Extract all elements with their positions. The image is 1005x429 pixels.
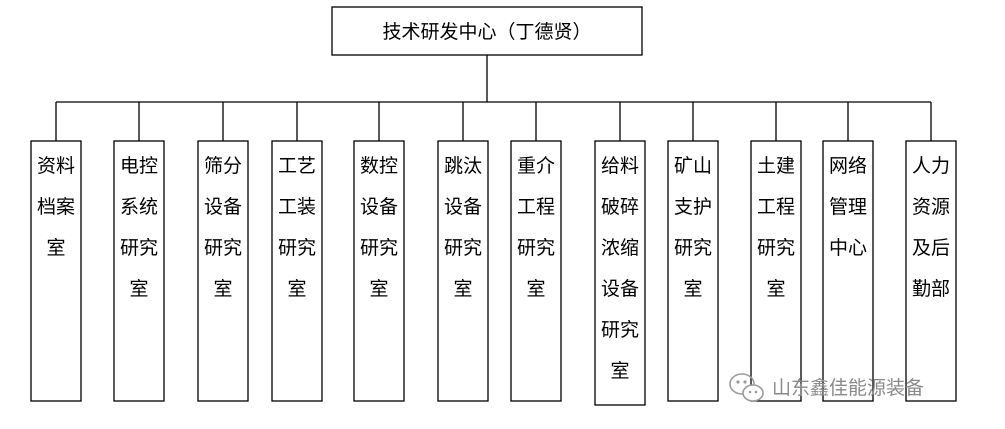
- department-label-line: 系统: [120, 196, 158, 218]
- department-label-line: 工程: [757, 196, 795, 218]
- department-label-line: 设备: [204, 196, 242, 218]
- department-label-line: 工程: [517, 196, 555, 218]
- department-label-line: 电控: [120, 155, 158, 177]
- department-label-line: 浓缩: [601, 237, 639, 259]
- department-label-line: 给料: [601, 155, 639, 177]
- department-box: [30, 140, 82, 402]
- department-label-line: 研究: [360, 237, 398, 259]
- department-label-line: 室: [610, 360, 629, 382]
- department-label-line: 设备: [444, 196, 482, 218]
- department-label-line: 室: [526, 278, 545, 300]
- department-label-line: 网络: [829, 155, 867, 177]
- department-box: [667, 140, 719, 402]
- department-label-line: 设备: [601, 278, 639, 300]
- department-label-line: 设备: [360, 196, 398, 218]
- department-box: [437, 140, 489, 402]
- department-label-line: 资料: [37, 155, 75, 177]
- department-label-line: 人力: [912, 155, 950, 177]
- department-label-line: 室: [453, 278, 472, 300]
- department-label-line: 室: [287, 278, 306, 300]
- department-label-line: 工装: [278, 196, 316, 218]
- department-label-line: 跳汰: [444, 155, 482, 177]
- department-label-line: 破碎: [601, 196, 639, 218]
- department-label-line: 研究: [444, 237, 482, 259]
- department-label-line: 工艺: [278, 155, 316, 177]
- department-label-line: 研究: [757, 237, 795, 259]
- department-label-line: 室: [369, 278, 388, 300]
- department-box: [197, 140, 249, 402]
- department-label-line: 研究: [517, 237, 555, 259]
- department-label-line: 室: [213, 278, 232, 300]
- department-label-line: 研究: [601, 319, 639, 341]
- root-box: [331, 6, 643, 56]
- watermark: 山东鑫佳能源装备: [729, 373, 924, 402]
- department-label-line: 研究: [278, 237, 316, 259]
- department-label-line: 室: [129, 278, 148, 300]
- department-label-line: 数控: [360, 155, 398, 177]
- department-label-line: 中心: [829, 237, 867, 259]
- department-box: [594, 140, 646, 406]
- department-label-line: 档案: [37, 196, 75, 218]
- department-label-line: 及后: [912, 237, 950, 259]
- wechat-icon: [729, 373, 764, 402]
- department-label-line: 研究: [674, 237, 712, 259]
- department-label-line: 室: [766, 278, 785, 300]
- department-box: [822, 140, 874, 402]
- department-box: [750, 140, 802, 402]
- department-box: [271, 140, 323, 402]
- department-box: [510, 140, 562, 402]
- department-label-line: 研究: [120, 237, 158, 259]
- department-box: [113, 140, 165, 402]
- department-box: [905, 140, 957, 402]
- department-label-line: 支护: [674, 196, 712, 218]
- department-label-line: 资源: [912, 196, 950, 218]
- department-label-line: 重介: [517, 155, 555, 177]
- department-label-line: 室: [683, 278, 702, 300]
- department-row: 资料档案室电控系统研究室筛分设备研究室工艺工装研究室数控设备研究室跳汰设备研究室…: [30, 102, 957, 406]
- root-node: 技术研发中心（丁德贤）: [331, 6, 643, 56]
- department-label-line: 管理: [829, 196, 867, 218]
- department-label-line: 土建: [757, 155, 795, 177]
- department-label-line: 室: [46, 237, 65, 259]
- department-box: [353, 140, 405, 402]
- watermark-text: 山东鑫佳能源装备: [772, 377, 924, 399]
- department-label-line: 勤部: [912, 278, 950, 300]
- department-label-line: 筛分: [204, 155, 242, 177]
- root-label: 技术研发中心（丁德贤）: [382, 21, 591, 43]
- department-label-line: 矿山: [674, 155, 712, 177]
- department-label-line: 研究: [204, 237, 242, 259]
